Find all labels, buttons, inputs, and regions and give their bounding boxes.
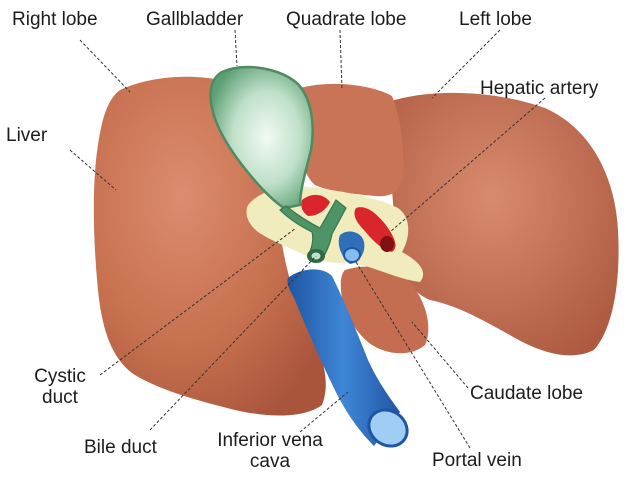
label-cystic-duct-line2: duct	[20, 387, 100, 408]
leader-gallbladder	[235, 30, 237, 66]
label-ivc-line2: cava	[196, 451, 344, 472]
label-inferior-vena-cava: Inferior vena cava	[196, 430, 344, 472]
label-cystic-duct-line1: Cystic	[20, 366, 100, 387]
label-cystic-duct: Cystic duct	[20, 366, 100, 408]
label-hepatic-artery: Hepatic artery	[480, 78, 598, 99]
label-right-lobe: Right lobe	[12, 9, 98, 30]
label-bile-duct: Bile duct	[84, 437, 157, 458]
quadrate-lobe-shape	[298, 84, 403, 196]
label-portal-vein: Portal vein	[432, 450, 522, 471]
leader-quadrate-lobe	[340, 30, 342, 90]
label-caudate-lobe: Caudate lobe	[470, 383, 583, 404]
label-quadrate-lobe: Quadrate lobe	[286, 9, 406, 30]
label-gallbladder: Gallbladder	[146, 9, 243, 30]
label-liver: Liver	[6, 125, 47, 146]
label-ivc-line1: Inferior vena	[196, 430, 344, 451]
leader-right-lobe	[80, 40, 130, 92]
label-left-lobe: Left lobe	[459, 9, 532, 30]
